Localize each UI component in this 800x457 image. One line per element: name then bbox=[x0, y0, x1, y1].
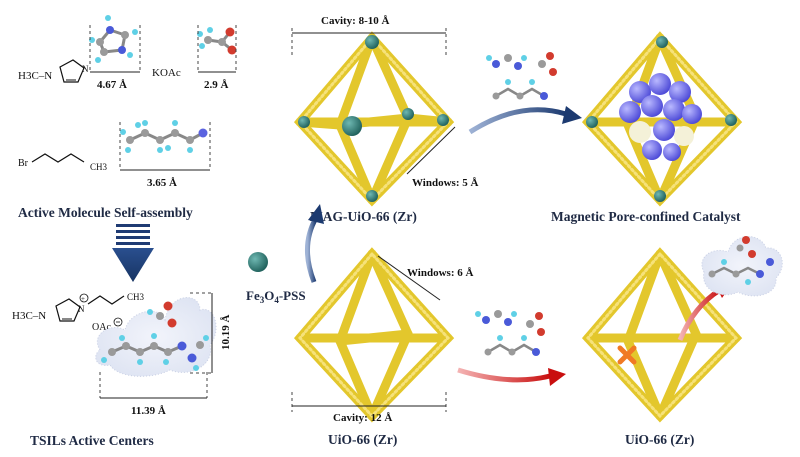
red-arrow bbox=[457, 367, 566, 386]
down-arrow-icon bbox=[112, 224, 154, 282]
blue-up-curved-arrow bbox=[304, 204, 324, 283]
tsil-height-dimension: 10.19 Å bbox=[220, 315, 232, 351]
uio-cavity-label: Cavity: 12 Å bbox=[333, 412, 392, 424]
mag-windows-label: Windows: 5 Å bbox=[412, 177, 478, 189]
tsil-h3c: H3C–N bbox=[12, 310, 46, 322]
bromobutane-dimension: 3.65 Å bbox=[147, 177, 177, 189]
mag-uio66-label: MAG-UiO-66 (Zr) bbox=[310, 209, 417, 224]
uio66-right-label: UiO-66 (Zr) bbox=[625, 432, 694, 447]
methylimidazole-structure: H3C–N N bbox=[18, 59, 89, 83]
bottom-molecules-icon bbox=[475, 310, 545, 356]
magnetic-catalyst-framework bbox=[581, 31, 743, 207]
svg-text:N: N bbox=[82, 64, 89, 74]
tsil-3d-model bbox=[95, 297, 217, 377]
tsil-width-dimension: 11.39 Å bbox=[131, 405, 166, 417]
koac-3d-model bbox=[197, 27, 237, 55]
methylimidazole-formula: H3C–N bbox=[18, 70, 52, 82]
top-molecules-icon bbox=[486, 52, 557, 100]
koac-dimension: 2.9 Å bbox=[204, 79, 229, 91]
magnetic-catalyst-label: Magnetic Pore-confined Catalyst bbox=[551, 209, 741, 224]
blue-curved-arrow bbox=[468, 106, 582, 135]
uio66-right-framework bbox=[581, 247, 743, 423]
koac-formula: KOAc bbox=[152, 67, 181, 79]
escaping-tsil-model bbox=[701, 236, 783, 297]
bromobutane-br: Br bbox=[18, 158, 29, 169]
tsil-oac: OAc bbox=[92, 322, 111, 333]
mag-uio66-framework bbox=[293, 31, 455, 207]
uio-windows-label: Windows: 6 Å bbox=[407, 267, 473, 279]
active-self-assembly-label: Active Molecule Self-assembly bbox=[18, 205, 193, 220]
uio66-bottom-label: UiO-66 (Zr) bbox=[328, 432, 397, 447]
fe3o4-label: Fe3O4-PSS bbox=[246, 288, 306, 305]
fe3o4-sphere-icon bbox=[248, 252, 268, 272]
imidazole-dimension: 4.67 Å bbox=[97, 79, 127, 91]
tsil-ch3: CH3 bbox=[127, 292, 145, 302]
tsils-centers-label: TSILs Active Centers bbox=[30, 433, 154, 448]
mag-cavity-label: Cavity: 8-10 Å bbox=[321, 15, 389, 27]
cross-icon bbox=[617, 345, 637, 365]
tsil-structure: H3C–N N + CH3 OAc bbox=[12, 292, 145, 333]
uio66-framework bbox=[293, 247, 455, 423]
bromobutane-ch3: CH3 bbox=[90, 162, 108, 172]
svg-text:+: + bbox=[81, 295, 85, 303]
bromobutane-structure: Br CH3 bbox=[18, 153, 108, 172]
bromobutane-3d-model bbox=[120, 120, 208, 153]
svg-text:N: N bbox=[78, 304, 85, 314]
imidazole-3d-model bbox=[89, 15, 138, 63]
